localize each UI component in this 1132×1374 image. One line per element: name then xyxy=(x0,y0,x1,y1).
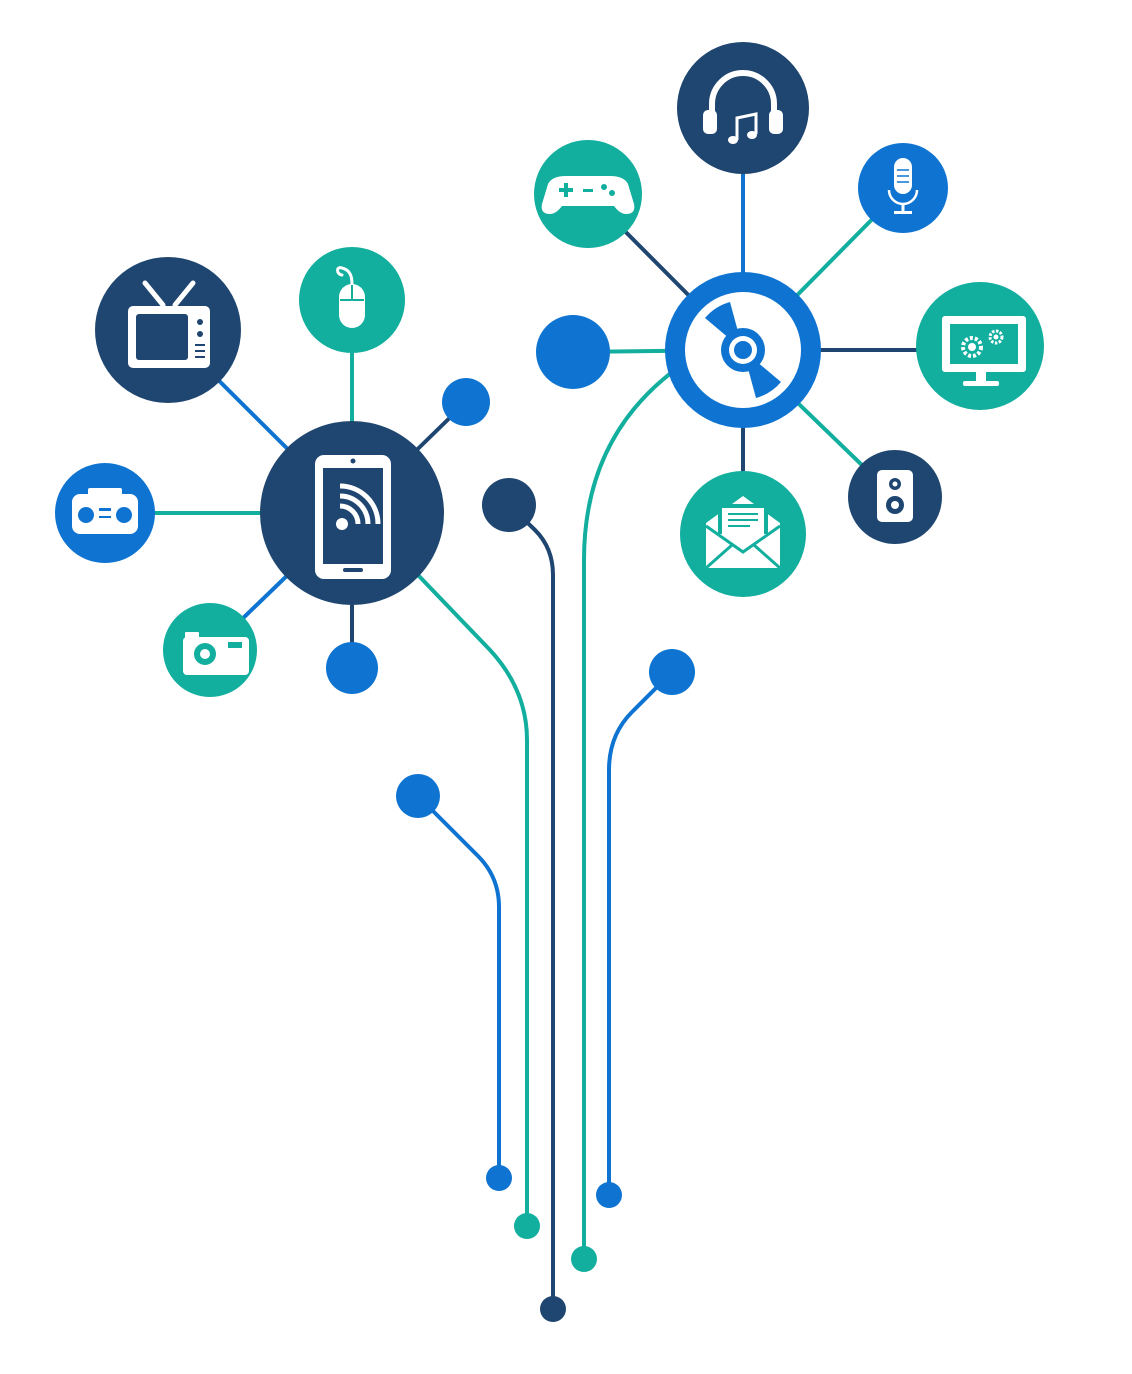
media-hub xyxy=(665,272,821,428)
trunk-dot-blue-right-end xyxy=(596,1182,622,1208)
smartphone-wireless-icon xyxy=(315,455,391,579)
device-email xyxy=(680,471,806,597)
device-radio xyxy=(55,463,155,563)
trunk-dot-blue-right-top xyxy=(649,649,695,695)
gamepad-icon xyxy=(541,176,635,214)
radio-icon xyxy=(72,488,138,534)
trunk-dot-teal-right-end xyxy=(571,1246,597,1272)
device-speaker xyxy=(848,450,942,544)
device-gamepad xyxy=(534,140,642,248)
trunk-line-teal-left xyxy=(416,573,529,1228)
headphones-music-icon xyxy=(703,70,783,144)
device-headphones xyxy=(677,42,809,174)
trunk-line-blue-left xyxy=(416,794,501,1180)
device-microphone xyxy=(858,143,948,233)
trunk-line-navy-center xyxy=(507,503,555,1311)
trunk-dot-blue-left-top xyxy=(396,774,440,818)
trunk-dot-teal-left-end xyxy=(514,1213,540,1239)
microphone-icon xyxy=(887,158,919,214)
camera-icon xyxy=(183,632,249,675)
tv-icon xyxy=(128,280,210,368)
mobile-dot-top-right xyxy=(442,378,490,426)
disc-icon xyxy=(685,292,801,408)
mouse-icon xyxy=(336,266,365,328)
headphones-circle xyxy=(677,42,809,174)
monitor-gears-icon xyxy=(942,316,1026,386)
trunk-end-dots xyxy=(396,478,695,1322)
device-mouse xyxy=(299,247,405,353)
mobile-hub xyxy=(260,421,444,605)
trunk-dot-navy-end xyxy=(540,1296,566,1322)
device-monitor-settings xyxy=(916,282,1044,410)
mobile-dot-bottom xyxy=(326,642,378,694)
trunk-dot-blue-left-end xyxy=(486,1165,512,1191)
speaker-icon xyxy=(877,470,913,522)
device-tv xyxy=(95,257,241,403)
open-envelope-icon xyxy=(705,496,781,570)
trunk-line-blue-right xyxy=(607,670,674,1197)
device-camera xyxy=(163,603,257,697)
media-dot-left xyxy=(536,315,610,389)
trunk-dot-navy-top xyxy=(482,478,536,532)
